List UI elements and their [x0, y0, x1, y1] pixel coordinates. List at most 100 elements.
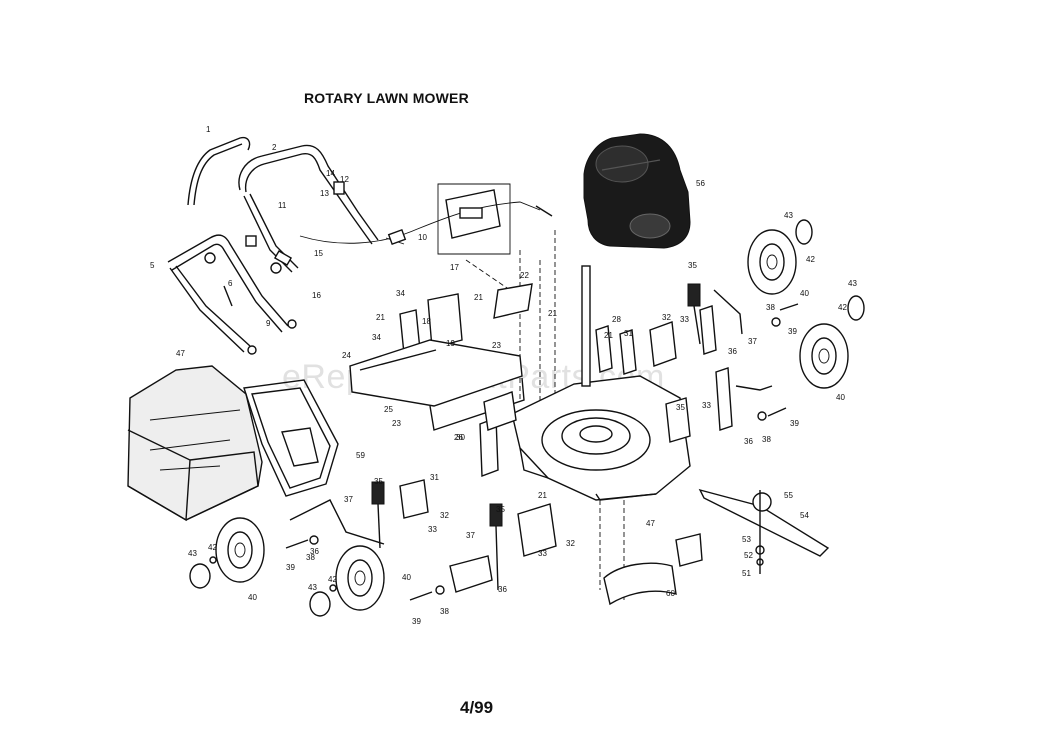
height-adjuster-part — [289, 283, 773, 593]
callout-32: 32 — [566, 539, 575, 548]
callout-40: 40 — [402, 573, 411, 582]
callout-13: 13 — [320, 189, 329, 198]
callout-1: 1 — [206, 125, 211, 134]
callout-52: 52 — [744, 551, 753, 560]
callout-42: 42 — [838, 303, 847, 312]
callout-39: 39 — [286, 563, 295, 572]
callout-6: 6 — [228, 279, 233, 288]
callout-36: 36 — [728, 347, 737, 356]
callout-10: 10 — [418, 233, 427, 242]
callout-36: 36 — [310, 547, 319, 556]
callout-21: 21 — [474, 293, 483, 302]
callout-56: 56 — [696, 179, 705, 188]
callout-35: 35 — [374, 477, 383, 486]
blade-part — [698, 488, 830, 574]
callout-42: 42 — [328, 575, 337, 584]
callout-24: 24 — [342, 351, 351, 360]
callout-34: 34 — [372, 333, 381, 342]
bolts-part — [285, 303, 799, 601]
callout-42: 42 — [208, 543, 217, 552]
callout-55: 55 — [784, 491, 793, 500]
callout-38: 38 — [766, 303, 775, 312]
callout-42: 42 — [806, 255, 815, 264]
callout-labels: 1256910111213141516171819212121212122232… — [150, 125, 857, 626]
callout-38: 38 — [306, 553, 315, 562]
callout-28: 28 — [612, 315, 621, 324]
callout-60: 60 — [666, 589, 675, 598]
callout-39: 39 — [790, 419, 799, 428]
callout-40: 40 — [836, 393, 845, 402]
rear-bracket-part — [399, 283, 533, 355]
callout-21: 21 — [548, 309, 557, 318]
callout-39: 39 — [788, 327, 797, 336]
callout-37: 37 — [466, 531, 475, 540]
callout-21: 21 — [604, 331, 613, 340]
front-right-wheel-part — [799, 323, 849, 389]
callout-17: 17 — [450, 263, 459, 272]
grass-bag-part — [127, 365, 263, 522]
hubcaps-part — [189, 219, 865, 617]
callout-43: 43 — [308, 583, 317, 592]
callout-33: 33 — [702, 401, 711, 410]
callout-5: 5 — [150, 261, 155, 270]
callout-23: 23 — [392, 419, 401, 428]
callout-35: 35 — [676, 403, 685, 412]
callout-14: 14 — [326, 169, 335, 178]
callout-35: 35 — [496, 505, 505, 514]
callout-15: 15 — [314, 249, 323, 258]
callout-40: 40 — [248, 593, 257, 602]
callout-37: 37 — [344, 495, 353, 504]
callout-33: 33 — [680, 315, 689, 324]
callout-30: 30 — [456, 433, 465, 442]
callout-36: 36 — [498, 585, 507, 594]
rear-left-wheel-part — [215, 517, 265, 583]
callout-31: 31 — [624, 329, 633, 338]
callout-19: 19 — [446, 339, 455, 348]
callout-34: 34 — [396, 289, 405, 298]
lower-handle-part — [167, 234, 297, 355]
handle-part — [238, 144, 379, 273]
engine-part — [583, 133, 691, 249]
callout-35: 35 — [688, 261, 697, 270]
callout-26: 26 — [454, 433, 463, 442]
callout-39: 39 — [412, 617, 421, 626]
callout-54: 54 — [800, 511, 809, 520]
rear-shield-part — [349, 339, 525, 431]
deck-bracket-part — [479, 305, 733, 477]
callout-40: 40 — [800, 289, 809, 298]
callout-12: 12 — [340, 175, 349, 184]
callout-2: 2 — [272, 143, 277, 152]
callout-32: 32 — [662, 313, 671, 322]
front-left-wheel-part — [747, 229, 797, 295]
callout-36: 36 — [744, 437, 753, 446]
rear-flap-part — [603, 533, 703, 606]
callout-16: 16 — [312, 291, 321, 300]
mower-deck-part — [511, 265, 691, 501]
callout-9: 9 — [266, 319, 271, 328]
callout-23: 23 — [492, 341, 501, 350]
control-panel-part — [437, 183, 511, 255]
diagram-title: ROTARY LAWN MOWER — [304, 90, 469, 106]
callout-47: 47 — [176, 349, 185, 358]
callout-22: 22 — [520, 271, 529, 280]
callout-31: 31 — [430, 473, 439, 482]
callout-47: 47 — [646, 519, 655, 528]
callout-51: 51 — [742, 569, 751, 578]
callout-21: 21 — [538, 491, 547, 500]
callout-38: 38 — [762, 435, 771, 444]
callout-32: 32 — [440, 511, 449, 520]
callout-37: 37 — [748, 337, 757, 346]
callout-43: 43 — [188, 549, 197, 558]
callout-53: 53 — [742, 535, 751, 544]
callout-33: 33 — [428, 525, 437, 534]
rear-right-wheel-part — [335, 545, 385, 611]
callout-59: 59 — [356, 451, 365, 460]
callout-11: 11 — [278, 201, 287, 210]
bag-frame-part — [243, 379, 339, 497]
callout-33: 33 — [538, 549, 547, 558]
callout-43: 43 — [784, 211, 793, 220]
callout-43: 43 — [848, 279, 857, 288]
page-footer: 4/99 — [460, 698, 494, 717]
